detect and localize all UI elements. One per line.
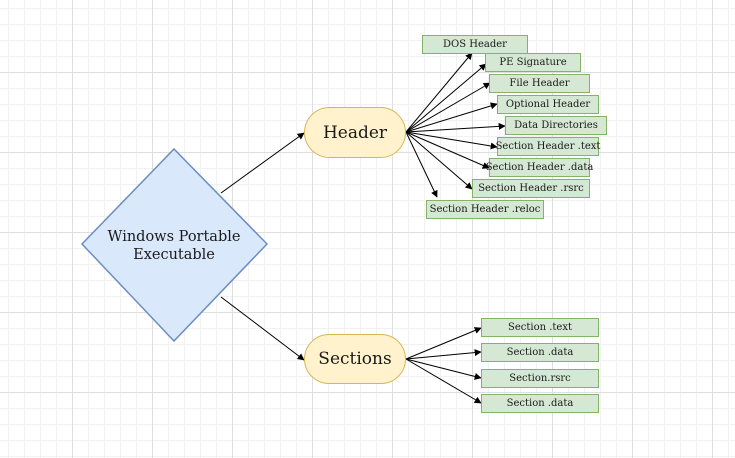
edge-header-to-item-7 — [405, 131, 473, 190]
header-item-optional-header[interactable]: Optional Header — [497, 95, 599, 114]
edge-header-to-item-6 — [405, 131, 490, 169]
root-label: Windows Portable Executable — [92, 228, 256, 264]
edge-root-to-sections — [220, 296, 305, 361]
section-item-text[interactable]: Section .text — [481, 318, 599, 337]
edge-sections-to-item-0 — [405, 327, 482, 360]
edge-root-to-header — [220, 132, 305, 194]
header-item-file-header[interactable]: File Header — [489, 74, 590, 93]
edge-header-to-item-3 — [405, 102, 498, 133]
section-item-data[interactable]: Section .data — [481, 343, 599, 362]
sections-node[interactable]: Sections — [304, 334, 406, 384]
edge-header-to-item-4 — [405, 122, 506, 133]
windows-pe-diamond[interactable] — [80, 147, 269, 343]
header-item-section-header-reloc[interactable]: Section Header .reloc — [426, 200, 544, 219]
section-item-rsrc[interactable]: Section.rsrc — [481, 369, 599, 388]
header-item-pe-signature[interactable]: PE Signature — [485, 53, 581, 72]
header-item-section-header-text[interactable]: Section Header .text — [496, 137, 600, 156]
edge-header-to-item-1 — [405, 63, 487, 133]
header-item-dos-header[interactable]: DOS Header — [422, 35, 528, 54]
edge-sections-to-item-1 — [405, 349, 482, 360]
header-item-data-directories[interactable]: Data Directories — [505, 116, 607, 135]
header-node[interactable]: Header — [304, 107, 406, 158]
section-item-data-2[interactable]: Section .data — [481, 394, 599, 413]
edge-header-to-item-5 — [405, 131, 498, 150]
edge-header-to-item-8 — [405, 131, 438, 198]
root-label-line1: Windows Portable — [107, 229, 241, 245]
root-label-line2: Executable — [133, 247, 215, 263]
header-item-section-header-rsrc[interactable]: Section Header .rsrc — [472, 179, 590, 198]
edge-header-to-item-2 — [405, 82, 491, 133]
edge-header-to-item-0 — [405, 52, 473, 133]
header-item-section-header-data[interactable]: Section Header .data — [486, 158, 593, 177]
edge-sections-to-item-2 — [405, 358, 482, 380]
edge-sections-to-item-3 — [405, 358, 482, 404]
